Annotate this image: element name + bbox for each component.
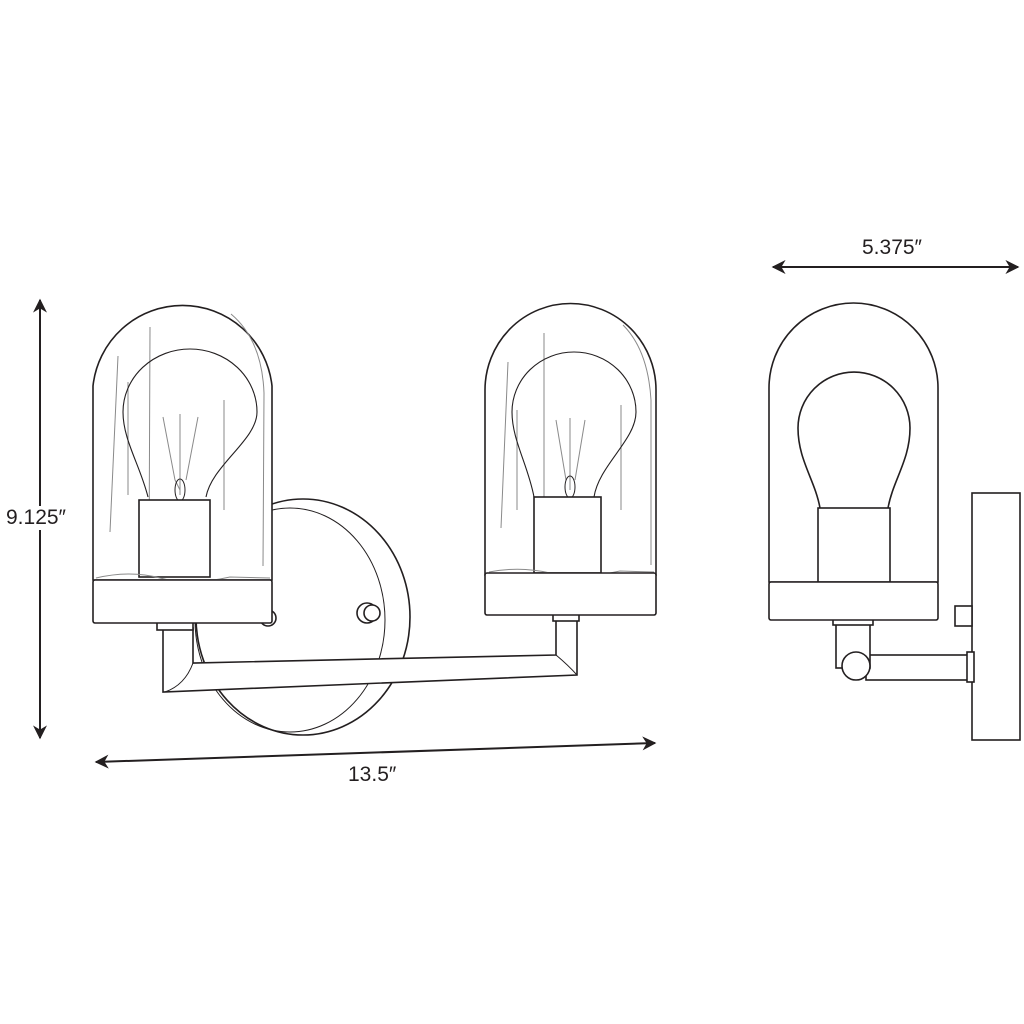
right-bulb (511, 351, 637, 498)
left-socket (138, 499, 211, 578)
side-arm (865, 654, 973, 681)
left-bulb (122, 348, 258, 498)
side-shade-band (768, 581, 939, 621)
front-view (92, 302, 657, 736)
side-view (768, 302, 1021, 741)
side-bulb (797, 371, 911, 509)
side-socket (817, 507, 891, 583)
left-shade (92, 304, 273, 624)
left-shade-band (92, 579, 273, 624)
right-shade-band (484, 572, 657, 616)
side-backplate (971, 492, 1021, 741)
right-socket (533, 496, 602, 574)
height-label: 9.125″ (4, 506, 68, 530)
side-knuckle (841, 651, 871, 681)
width-label: 13.5″ (348, 763, 397, 786)
depth-label: 5.375″ (862, 236, 922, 259)
width-dimension-line (94, 736, 657, 769)
right-shade (484, 302, 657, 616)
